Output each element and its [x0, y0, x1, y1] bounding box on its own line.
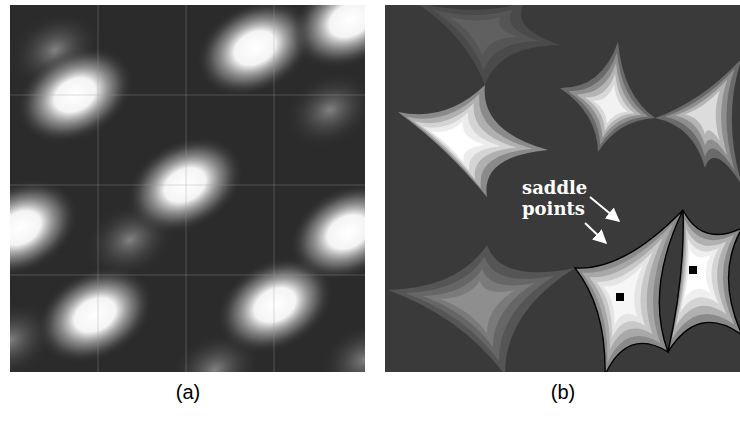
grid-line	[10, 95, 365, 96]
contour-band	[405, 257, 555, 361]
grid-line	[186, 5, 187, 372]
contour-band	[388, 245, 575, 372]
annotation-label: saddle points	[522, 178, 588, 219]
contour-band	[655, 58, 740, 185]
contour-band	[560, 42, 655, 152]
contour-band	[575, 210, 683, 372]
contour-band	[431, 121, 485, 161]
contour-band	[604, 266, 643, 325]
grid-line	[10, 185, 365, 186]
label-holder: (a)	[140, 380, 236, 404]
bright-blob	[273, 164, 365, 300]
contour-band	[406, 94, 532, 188]
contour-band	[450, 17, 518, 56]
contour-band	[672, 220, 734, 339]
contour-band	[593, 84, 627, 124]
leader-arrow	[585, 223, 606, 243]
separatrix-line	[575, 210, 683, 372]
grid-line	[98, 5, 99, 372]
contour-map	[385, 5, 740, 372]
bright-blob	[10, 160, 95, 296]
contour-band	[680, 239, 718, 313]
maximum-marker	[616, 293, 624, 301]
contour-band	[585, 74, 634, 131]
contour-band	[440, 281, 515, 333]
leader-arrow	[590, 197, 619, 221]
contour-band	[432, 9, 538, 70]
leader-arrows	[585, 197, 619, 243]
panel-label: (a)	[140, 380, 236, 404]
contour-band	[568, 53, 648, 145]
contour-band	[423, 112, 501, 170]
grid-line	[10, 275, 365, 276]
separatrix-line	[668, 210, 740, 352]
contour-band	[685, 90, 720, 141]
label-holder: (b)	[515, 380, 611, 404]
grid-line	[274, 5, 275, 372]
bright-blob	[275, 5, 365, 88]
contour-band	[676, 229, 726, 326]
maximum-marker	[689, 266, 697, 274]
contour-band	[668, 210, 740, 352]
contour-band	[415, 5, 560, 85]
contour-band	[675, 80, 727, 156]
intensity-map	[10, 5, 365, 372]
contour-band	[423, 269, 535, 347]
contour-band	[684, 248, 711, 299]
contour-band	[665, 69, 735, 171]
contour-band	[577, 63, 642, 138]
panel-label: (b)	[515, 380, 611, 404]
contour-band	[415, 103, 517, 179]
label-holder: saddle points	[522, 178, 588, 219]
